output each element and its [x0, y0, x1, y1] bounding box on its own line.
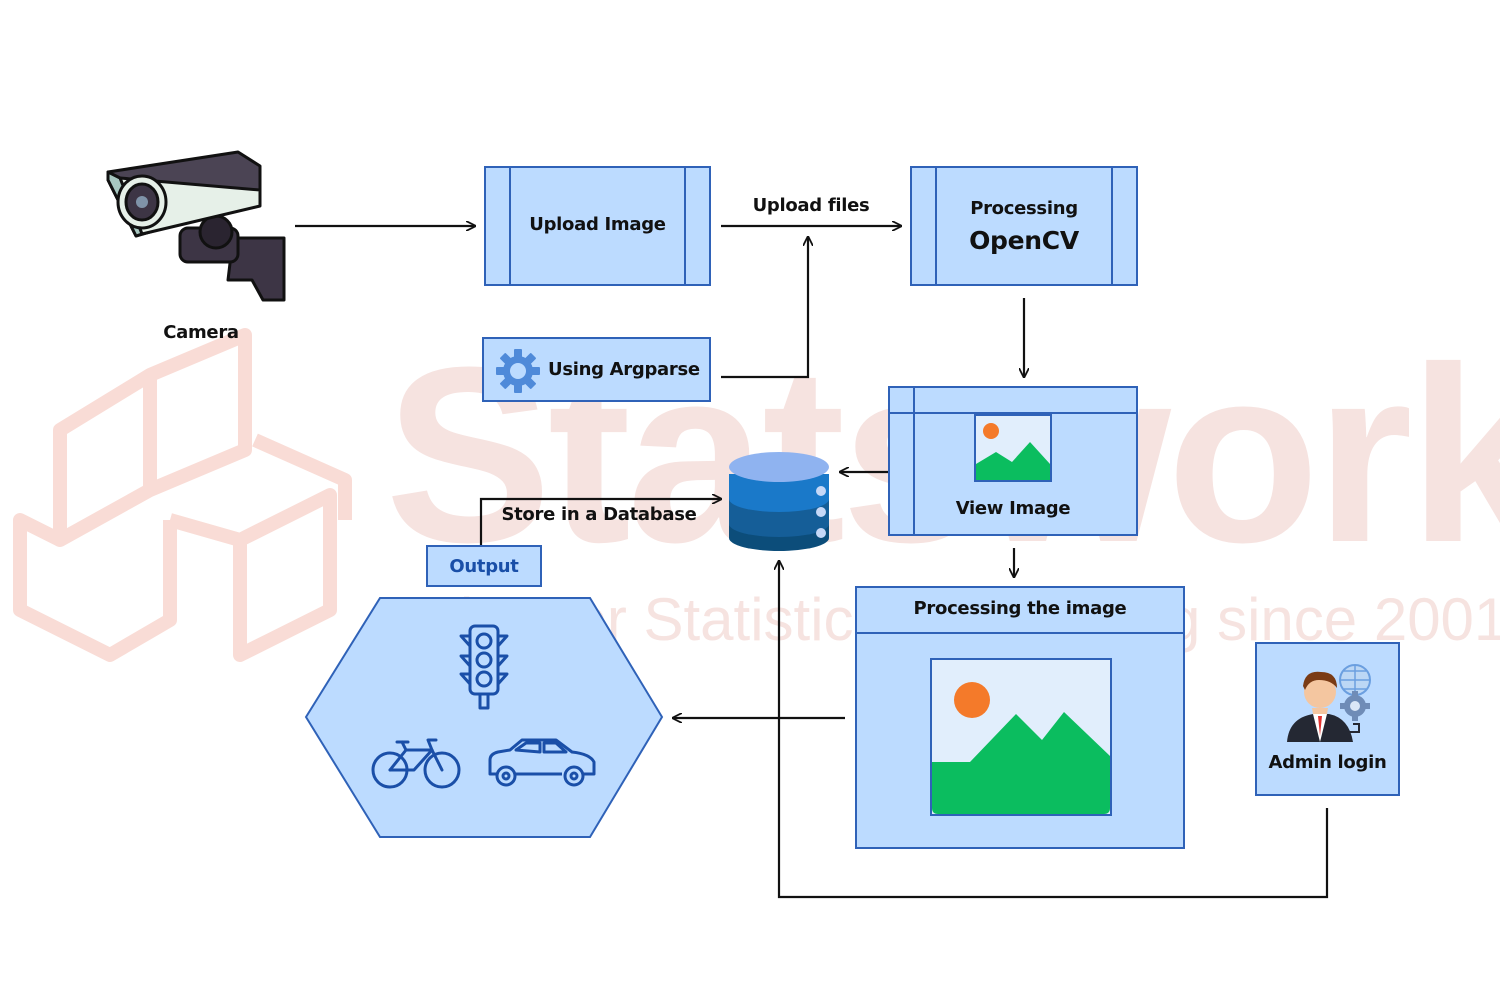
image-icon [974, 414, 1052, 482]
admin-user-icon [1287, 664, 1371, 742]
processing-the-image-node: Processing the image [855, 586, 1185, 849]
admin-login-label: Admin login [1268, 752, 1387, 773]
camera-label: Camera [163, 322, 239, 343]
bicycle-icon [371, 738, 461, 789]
edge-admin-to-database [779, 562, 1329, 899]
processing-opencv-node: Processing OpenCV [910, 166, 1138, 286]
admin-login-node[interactable]: Admin login [1255, 642, 1400, 796]
upload-image-node: Upload Image [484, 166, 711, 286]
store-in-database-label: Store in a Database [501, 504, 697, 525]
using-argparse-node: Using Argparse [482, 337, 711, 402]
edge-argparse-to-upload-files [721, 238, 808, 379]
processing-the-image-label: Processing the image [913, 598, 1127, 619]
car-icon [488, 738, 596, 787]
using-argparse-label: Using Argparse [548, 359, 700, 380]
output-label: Output [449, 556, 519, 577]
view-image-node: View Image [888, 386, 1138, 536]
upload-files-label: Upload files [752, 195, 870, 216]
security-camera-icon [106, 150, 286, 302]
edge-output-to-database [479, 499, 720, 545]
view-image-label: View Image [955, 498, 1071, 519]
gear-icon [496, 349, 540, 393]
output-node: Output [426, 545, 542, 587]
opencv-label: OpenCV [969, 226, 1079, 255]
database-icon [729, 452, 829, 551]
traffic-light-icon [459, 624, 509, 710]
processing-title: Processing [970, 198, 1078, 219]
image-icon [930, 658, 1112, 816]
upload-image-label: Upload Image [529, 214, 666, 235]
